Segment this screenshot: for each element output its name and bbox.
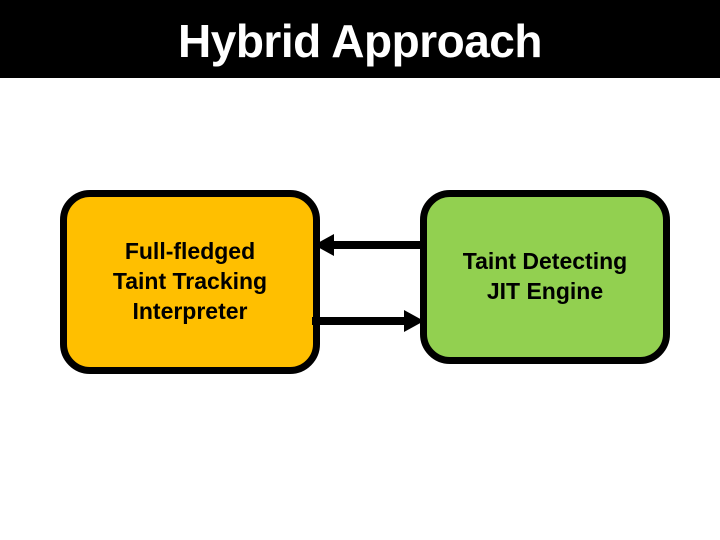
node-interpreter-label-line2: Taint Tracking [112, 268, 268, 295]
node-full-fledged-taint-tracking-interpreter[interactable]: Full-fledged Taint Tracking Interpreter [60, 190, 320, 374]
arrow-jit-to-interpreter [312, 228, 426, 262]
node-jit-label-line2: JIT Engine [486, 278, 604, 304]
page-title: Hybrid Approach [178, 15, 542, 67]
node-interpreter-label: Full-fledged Taint Tracking Interpreter [105, 237, 275, 327]
diagram-canvas: Full-fledged Taint Tracking Interpreter … [0, 78, 720, 540]
node-interpreter-label-line1: Full-fledged [124, 238, 256, 265]
node-taint-detecting-jit-engine[interactable]: Taint Detecting JIT Engine [420, 190, 670, 364]
node-jit-label: Taint Detecting JIT Engine [455, 247, 635, 307]
title-banner: Hybrid Approach [0, 0, 720, 78]
node-jit-label-line1: Taint Detecting [462, 248, 628, 275]
arrow-interpreter-to-jit [312, 304, 426, 338]
node-interpreter-label-line3: Interpreter [132, 297, 248, 324]
